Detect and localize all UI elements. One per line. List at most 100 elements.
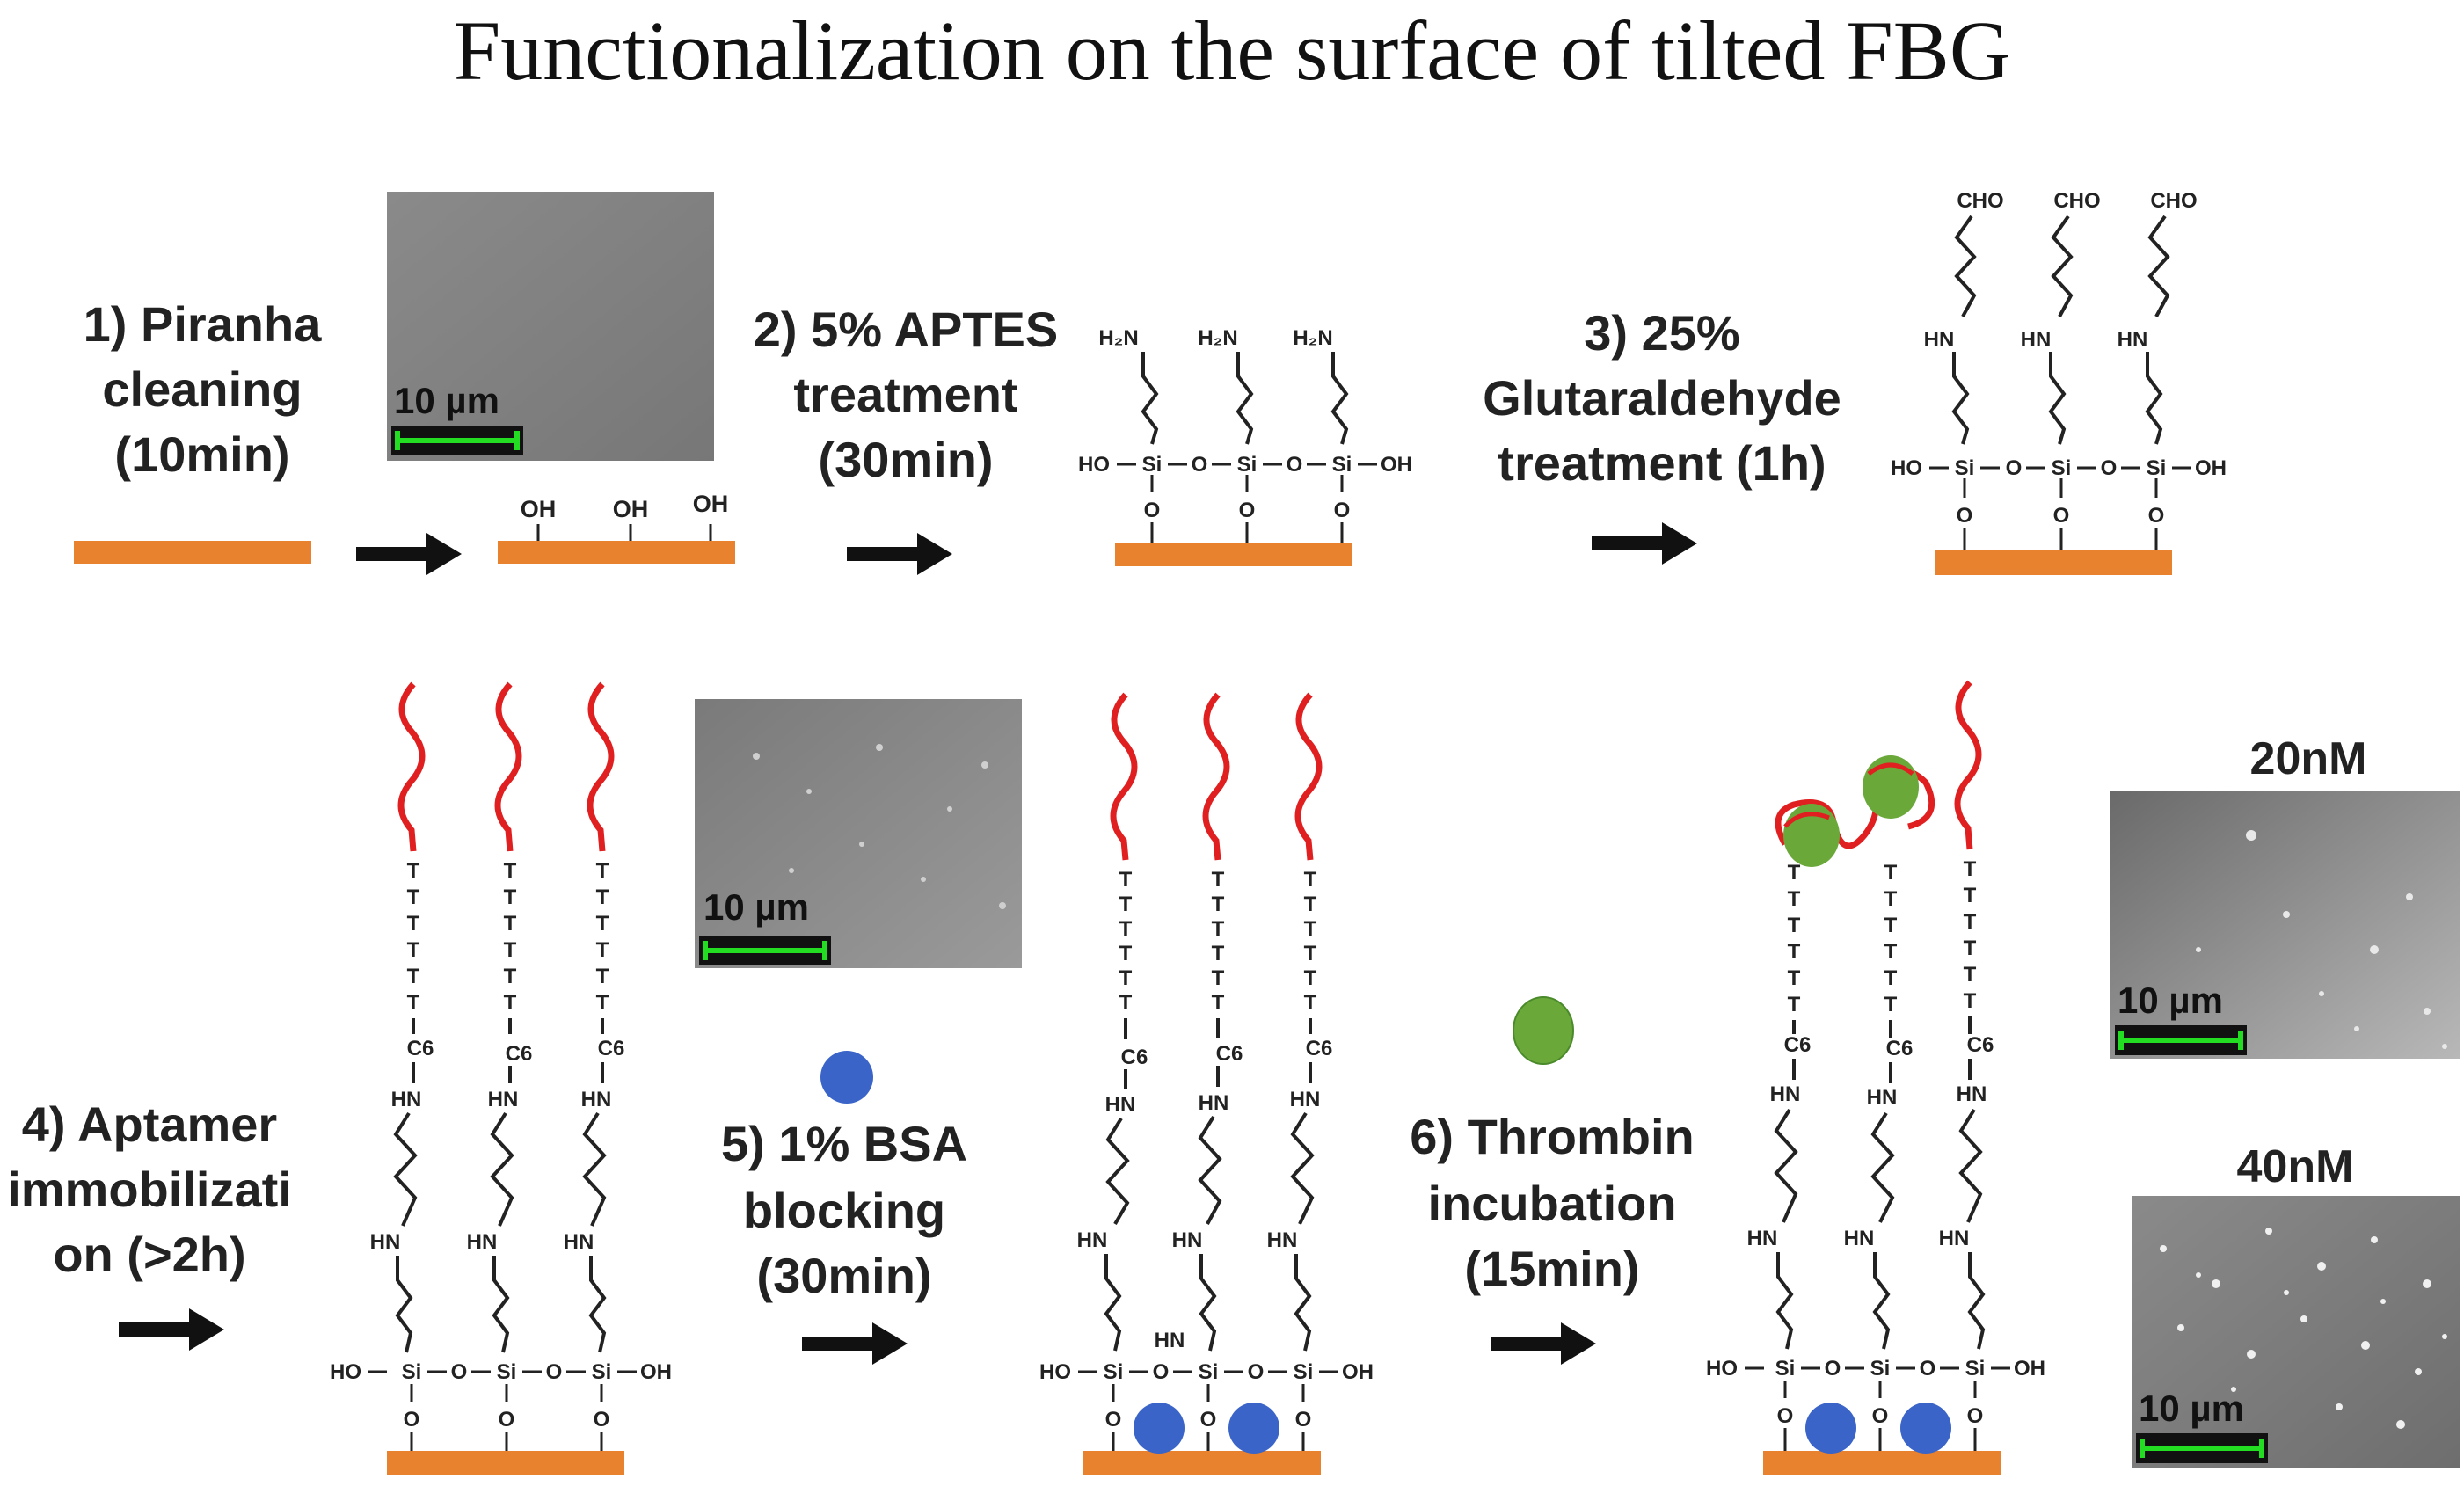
svg-text:C6: C6 — [1306, 1037, 1333, 1060]
svg-text:T: T — [1884, 993, 1898, 1016]
svg-text:T: T — [1212, 917, 1225, 941]
svg-text:CHO: CHO — [1957, 189, 2003, 213]
scale-bar — [2136, 1433, 2268, 1463]
svg-text:HO: HO — [1706, 1357, 1738, 1381]
svg-text:(10min): (10min) — [114, 426, 289, 482]
svg-text:HN: HN — [1267, 1228, 1298, 1252]
svg-text:3) 25%: 3) 25% — [1584, 305, 1739, 361]
svg-text:T: T — [504, 912, 517, 936]
svg-text:O: O — [1153, 1360, 1170, 1384]
svg-text:HO: HO — [1891, 456, 1922, 480]
svg-text:OH: OH — [1381, 453, 1412, 477]
svg-text:O: O — [2148, 504, 2165, 528]
svg-text:T: T — [1212, 868, 1225, 892]
svg-text:T: T — [1964, 963, 1977, 987]
svg-text:T: T — [1884, 887, 1898, 911]
svg-text:T: T — [1119, 991, 1133, 1015]
svg-text:T: T — [407, 859, 420, 883]
svg-text:T: T — [1788, 887, 1801, 911]
svg-text:T: T — [596, 912, 609, 936]
svg-text:T: T — [596, 859, 609, 883]
svg-text:Si: Si — [1294, 1360, 1314, 1384]
svg-text:T: T — [504, 885, 517, 909]
arrow-icon — [1592, 522, 1697, 565]
svg-text:O: O — [1295, 1408, 1312, 1432]
svg-text:HO: HO — [1078, 453, 1110, 477]
svg-text:6) Thrombin: 6) Thrombin — [1410, 1109, 1695, 1164]
svg-text:T: T — [504, 938, 517, 962]
svg-text:O: O — [499, 1408, 515, 1432]
svg-text:T: T — [407, 885, 420, 909]
svg-text:HN: HN — [1077, 1228, 1108, 1252]
step1-label: 1) Piranha cleaning (10min) — [84, 296, 323, 482]
svg-text:T: T — [407, 965, 420, 988]
arrow-icon — [119, 1308, 224, 1351]
svg-text:T: T — [1304, 893, 1317, 916]
svg-text:Si: Si — [1104, 1360, 1124, 1384]
bsa-molecule — [1228, 1403, 1279, 1454]
svg-text:T: T — [1788, 914, 1801, 937]
svg-text:O: O — [1825, 1357, 1841, 1381]
svg-text:T: T — [1119, 868, 1133, 892]
svg-text:T: T — [1884, 861, 1898, 885]
svg-text:CHO: CHO — [2053, 189, 2100, 213]
svg-text:OH: OH — [521, 496, 557, 522]
svg-text:T: T — [1304, 942, 1317, 965]
scale-bar — [391, 426, 523, 455]
svg-text:T: T — [1212, 991, 1225, 1015]
svg-text:T: T — [1119, 942, 1133, 965]
svg-text:10 µm: 10 µm — [703, 886, 809, 928]
svg-text:T: T — [407, 912, 420, 936]
svg-text:T: T — [1884, 940, 1898, 964]
svg-text:HN: HN — [1290, 1088, 1321, 1111]
svg-text:HN: HN — [1939, 1227, 1970, 1250]
svg-text:T: T — [407, 938, 420, 962]
svg-text:T: T — [407, 991, 420, 1015]
svg-text:Si: Si — [2147, 456, 2167, 480]
step4-label: 4) Aptamer immobilizati on (>2h) — [7, 1097, 292, 1282]
svg-text:HN: HN — [1199, 1091, 1229, 1115]
svg-text:2) 5% APTES: 2) 5% APTES — [754, 302, 1058, 357]
arrow-icon — [847, 533, 952, 575]
svg-text:O: O — [2006, 456, 2023, 480]
svg-text:C6: C6 — [1121, 1046, 1148, 1069]
svg-text:O: O — [2053, 504, 2070, 528]
svg-text:treatment: treatment — [793, 367, 1017, 422]
svg-text:T: T — [1964, 884, 1977, 907]
svg-text:HN: HN — [581, 1088, 612, 1111]
svg-text:O: O — [1872, 1404, 1889, 1428]
svg-text:T: T — [1304, 991, 1317, 1015]
svg-text:HN: HN — [1105, 1093, 1136, 1117]
svg-text:on (>2h): on (>2h) — [53, 1227, 245, 1282]
svg-text:HN: HN — [1957, 1082, 1987, 1106]
svg-text:Si: Si — [497, 1360, 517, 1384]
svg-text:CHO: CHO — [2150, 189, 2197, 213]
svg-text:O: O — [1239, 499, 1256, 522]
svg-text:T: T — [1884, 914, 1898, 937]
svg-text:C6: C6 — [1967, 1033, 1994, 1057]
arrow-icon — [802, 1322, 908, 1365]
page-title: Functionalization on the surface of tilt… — [454, 4, 2010, 98]
svg-text:T: T — [1964, 857, 1977, 881]
svg-text:cleaning: cleaning — [102, 361, 302, 417]
svg-text:Si: Si — [1142, 453, 1163, 477]
svg-text:treatment (1h): treatment (1h) — [1498, 435, 1826, 491]
svg-text:H₂N: H₂N — [1293, 326, 1332, 350]
svg-text:HN: HN — [391, 1088, 422, 1111]
svg-text:T: T — [1304, 917, 1317, 941]
svg-text:Si: Si — [1237, 453, 1258, 477]
sem-image-clean: 10 µm — [387, 192, 714, 461]
step2-label: 2) 5% APTES treatment (30min) — [754, 302, 1058, 487]
bsa-molecule — [1805, 1403, 1856, 1454]
svg-text:T: T — [596, 885, 609, 909]
svg-text:HN: HN — [1172, 1228, 1203, 1252]
svg-text:HN: HN — [2021, 328, 2052, 352]
svg-text:HN: HN — [467, 1230, 498, 1254]
step5-label: 5) 1% BSA blocking (30min) — [721, 1116, 967, 1303]
svg-text:O: O — [451, 1360, 468, 1384]
svg-text:C6: C6 — [407, 1037, 434, 1060]
svg-text:T: T — [1964, 910, 1977, 934]
svg-text:T: T — [504, 859, 517, 883]
svg-text:Si: Si — [1870, 1357, 1891, 1381]
